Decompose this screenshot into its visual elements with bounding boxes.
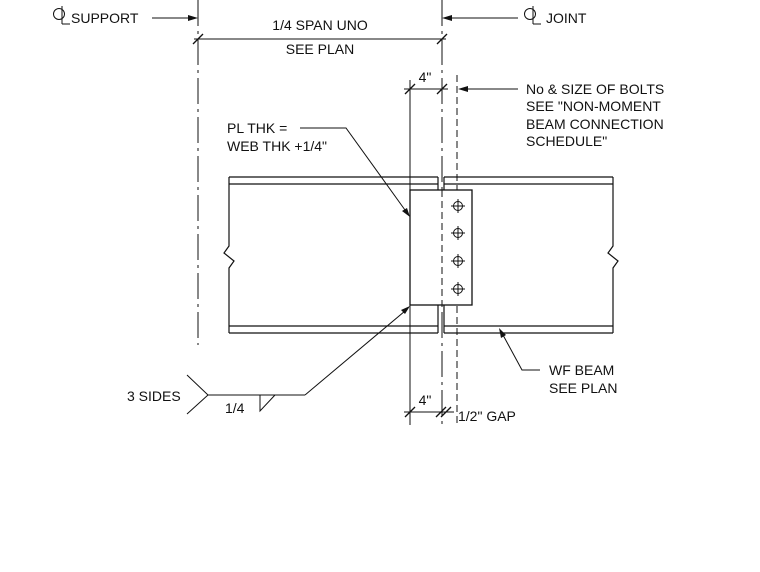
bolt xyxy=(451,199,465,213)
cl-joint-symbol xyxy=(524,6,541,25)
cl-support-label: SUPPORT xyxy=(71,10,139,26)
plate-note-leader xyxy=(300,127,406,211)
plate-note-line2: WEB THK +1/4" xyxy=(227,138,327,154)
bolt-group xyxy=(451,199,465,296)
bolts-note-line3: BEAM CONNECTION xyxy=(526,116,664,132)
left-beam-break xyxy=(223,177,235,333)
bolt xyxy=(451,226,465,240)
plate-note-arrow xyxy=(402,208,410,217)
bolts-note-line1: No & SIZE OF BOLTS xyxy=(526,81,664,97)
weld-tail xyxy=(186,374,209,415)
weld-fillet-symbol xyxy=(259,394,276,413)
span-label-top: 1/4 SPAN UNO xyxy=(272,17,368,33)
bolts-note-line4: SCHEDULE" xyxy=(526,133,607,149)
weld-sides-label: 3 SIDES xyxy=(127,388,181,404)
cl-joint-label: JOINT xyxy=(546,10,587,26)
beam-note-leader xyxy=(502,334,540,371)
weld-arrow-head xyxy=(401,306,410,314)
weld-arrow-leader xyxy=(304,310,406,396)
plate-note-line1: PL THK = xyxy=(227,120,287,136)
beam-note-line2: SEE PLAN xyxy=(549,380,617,396)
bolt xyxy=(451,282,465,296)
bolt xyxy=(451,254,465,268)
bolts-note-line2: SEE "NON-MOMENT xyxy=(526,98,661,114)
cl-joint-arrow xyxy=(442,15,452,21)
beam-note-arrow xyxy=(499,328,506,338)
gap-label: 1/2" GAP xyxy=(458,408,516,424)
dim-bottom-label: 4" xyxy=(419,392,432,408)
span-label-bottom: SEE PLAN xyxy=(286,41,354,57)
beam-note-line1: WF BEAM xyxy=(549,362,614,378)
bolts-note-arrow xyxy=(458,86,468,92)
right-beam-break xyxy=(607,177,619,333)
cl-support-arrow xyxy=(188,15,198,21)
cl-support-symbol xyxy=(53,6,70,25)
dim-top-label: 4" xyxy=(419,69,432,85)
weld-size-label: 1/4 xyxy=(225,400,245,416)
